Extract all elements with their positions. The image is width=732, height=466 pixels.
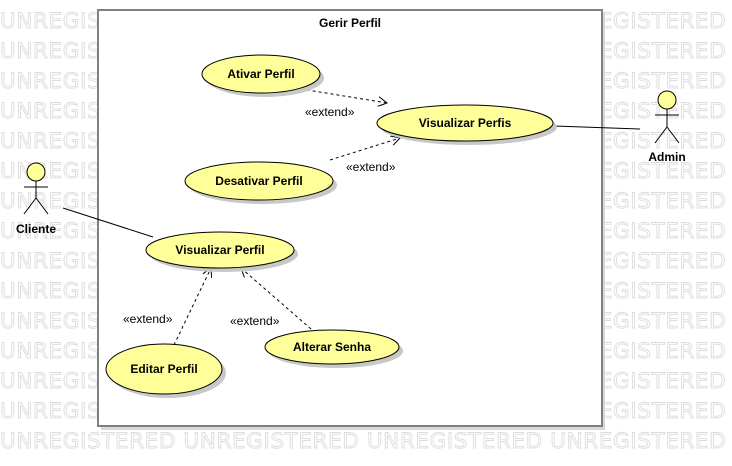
actor-label: Admin	[648, 150, 685, 164]
use-case-label: Alterar Senha	[293, 340, 371, 354]
actor-head	[657, 90, 677, 110]
extend-editar-to-visualizar-perfil[interactable]	[173, 268, 211, 346]
actor-right-leg	[35, 197, 49, 215]
actor-head	[26, 162, 46, 182]
use-case-desativar-perfil[interactable]: Desativar Perfil	[184, 161, 337, 204]
extend-label-ativar: «extend»	[305, 105, 355, 119]
use-case-ellipse[interactable]	[376, 104, 554, 142]
use-case-label: Desativar Perfil	[215, 174, 302, 188]
association-admin-visualizar-perfis[interactable]	[553, 125, 641, 130]
use-case-label: Visualizar Perfil	[175, 243, 264, 257]
actor-label: Cliente	[16, 222, 56, 236]
association-cliente-visualizar-perfil[interactable]	[62, 207, 154, 238]
use-case-ellipse[interactable]	[184, 161, 334, 201]
use-case-ellipse[interactable]	[201, 54, 321, 94]
extend-label-editar: «extend»	[123, 312, 173, 326]
stereotype-labels: «extend» «extend» «extend» «extend»	[123, 105, 396, 328]
use-case-ellipse[interactable]	[145, 231, 295, 269]
boundary-title: Gerir Perfil	[319, 16, 381, 30]
use-case-label: Editar Perfil	[130, 362, 197, 376]
use-case-visualizar-perfil[interactable]: Visualizar Perfil	[145, 231, 298, 272]
watermark-row: UNREGISTERED UNREGISTERED UNREGISTERED U…	[0, 429, 726, 454]
use-case-alterar-senha[interactable]: Alterar Senha	[264, 329, 403, 368]
actor-cliente[interactable]: Cliente	[16, 162, 56, 236]
extend-label-desativar: «extend»	[346, 160, 396, 174]
use-case-editar-perfil[interactable]: Editar Perfil	[105, 343, 226, 398]
actor-left-leg	[23, 197, 37, 215]
extend-ativar-to-visualizar-perfis[interactable]	[288, 86, 387, 103]
use-case-ativar-perfil[interactable]: Ativar Perfil	[201, 54, 324, 97]
actor-left-leg	[654, 126, 668, 144]
use-case-label: Ativar Perfil	[227, 67, 294, 81]
use-case-label: Visualizar Perfis	[419, 116, 512, 130]
actor-admin[interactable]: Admin	[648, 90, 686, 164]
extend-desativar-to-visualizar-perfis[interactable]	[329, 138, 400, 161]
use-case-ellipse[interactable]	[105, 343, 223, 395]
actor-right-leg	[666, 126, 680, 144]
connectors	[62, 86, 641, 346]
use-case-ellipse[interactable]	[264, 329, 400, 365]
extend-label-alterar-senha: «extend»	[230, 314, 280, 328]
use-case-visualizar-perfis[interactable]: Visualizar Perfis	[376, 104, 557, 145]
